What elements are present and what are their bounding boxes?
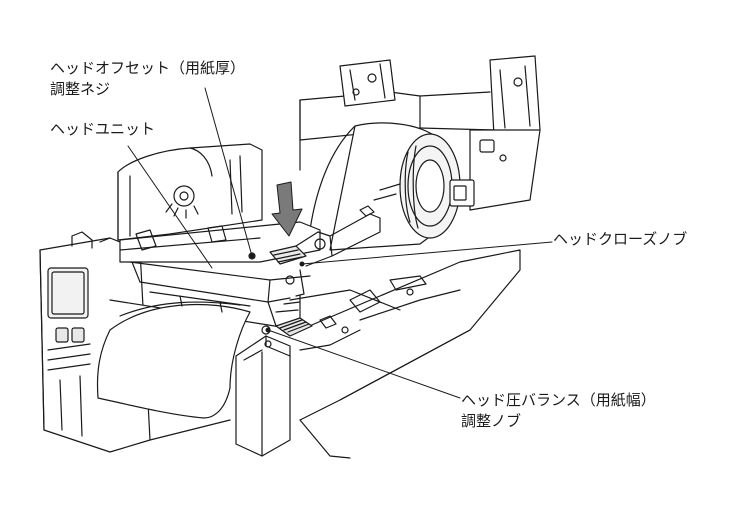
leader-head-close-knob <box>301 241 553 265</box>
paper-roll <box>309 122 475 251</box>
callout-head-close-knob-text: ヘッドクローズノブ <box>553 230 688 248</box>
press-down-arrow <box>271 181 303 237</box>
callout-head-balance-line2: 調整ノブ <box>461 412 522 430</box>
leader-lines <box>127 87 553 399</box>
callout-head-balance-line1: ヘッド圧バランス（用紙幅） <box>461 391 656 409</box>
head-balance-knob-part <box>261 317 313 337</box>
leader-head-unit <box>127 145 213 269</box>
callout-head-unit-text: ヘッドユニット <box>50 120 156 138</box>
callout-head-close-knob: ヘッドクローズノブ <box>553 229 687 250</box>
callout-head-offset-screw: ヘッドオフセット（用紙厚） 調整ネジ <box>50 58 245 100</box>
callout-head-unit: ヘッドユニット <box>50 119 155 140</box>
printer-base <box>109 249 521 459</box>
callout-head-offset-line2: 調整ネジ <box>50 80 111 98</box>
callout-head-balance-knob: ヘッド圧バランス（用紙幅） 調整ノブ <box>461 390 656 432</box>
paper-sheet-front <box>96 301 251 419</box>
front-pillar <box>235 335 291 457</box>
leader-head-balance <box>267 329 461 399</box>
head-close-knob-part <box>269 205 381 297</box>
callout-head-offset-line1: ヘッドオフセット（用紙厚） <box>50 59 246 77</box>
leader-head-offset <box>204 87 253 257</box>
